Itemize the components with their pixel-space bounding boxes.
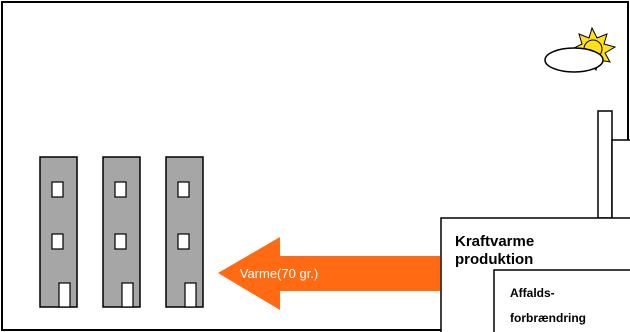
door (121, 282, 134, 308)
window (177, 181, 190, 198)
chimney (597, 110, 613, 219)
heat-arrow-label: Varme(70 gr.) (240, 266, 319, 281)
building-1 (39, 156, 78, 308)
waste-incineration-box (493, 269, 630, 332)
door (184, 282, 197, 308)
cloud-icon (544, 47, 604, 73)
window (114, 233, 127, 250)
chp-plant-label-line1: Kraftvarme (455, 233, 534, 250)
window (51, 233, 64, 250)
chp-plant-label-line2: produktion (455, 251, 533, 268)
waste-incineration-label-line1: Affalds- (510, 286, 555, 300)
door (58, 282, 71, 308)
window (114, 181, 127, 198)
window (177, 233, 190, 250)
window (51, 181, 64, 198)
building-2 (102, 156, 141, 308)
waste-incineration-label-line2: forbrændring (510, 311, 586, 325)
building-3 (165, 156, 204, 308)
heat-arrow (218, 237, 440, 310)
plant-annex (611, 139, 630, 231)
